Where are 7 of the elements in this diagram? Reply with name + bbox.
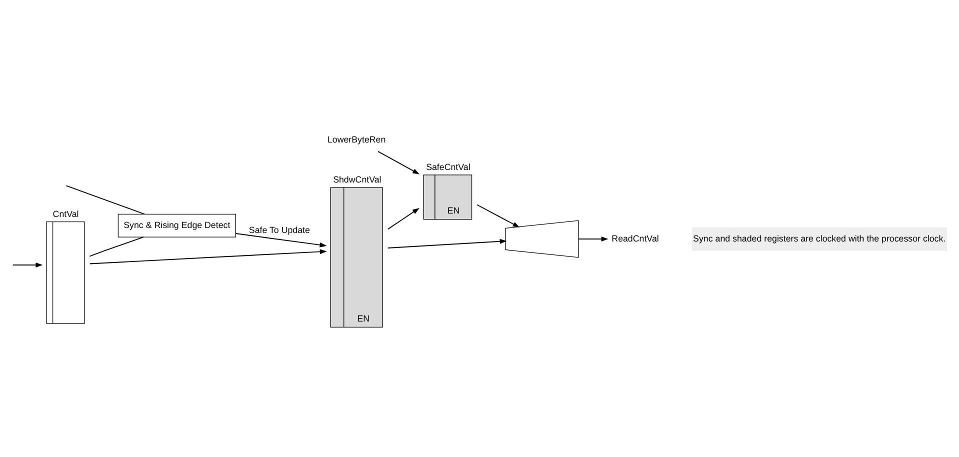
node-label: ShdwCntVal xyxy=(333,174,382,184)
node-text: LowerByteRen xyxy=(327,134,386,144)
node-label: CntVal xyxy=(52,208,79,218)
label: Sync and shaded registers are clocked with the processor clock. xyxy=(693,232,946,243)
edge-label: Safe To Update xyxy=(248,224,310,234)
node-text: ReadCntVal xyxy=(612,232,659,243)
node-label: SafeCntVal xyxy=(426,161,470,172)
